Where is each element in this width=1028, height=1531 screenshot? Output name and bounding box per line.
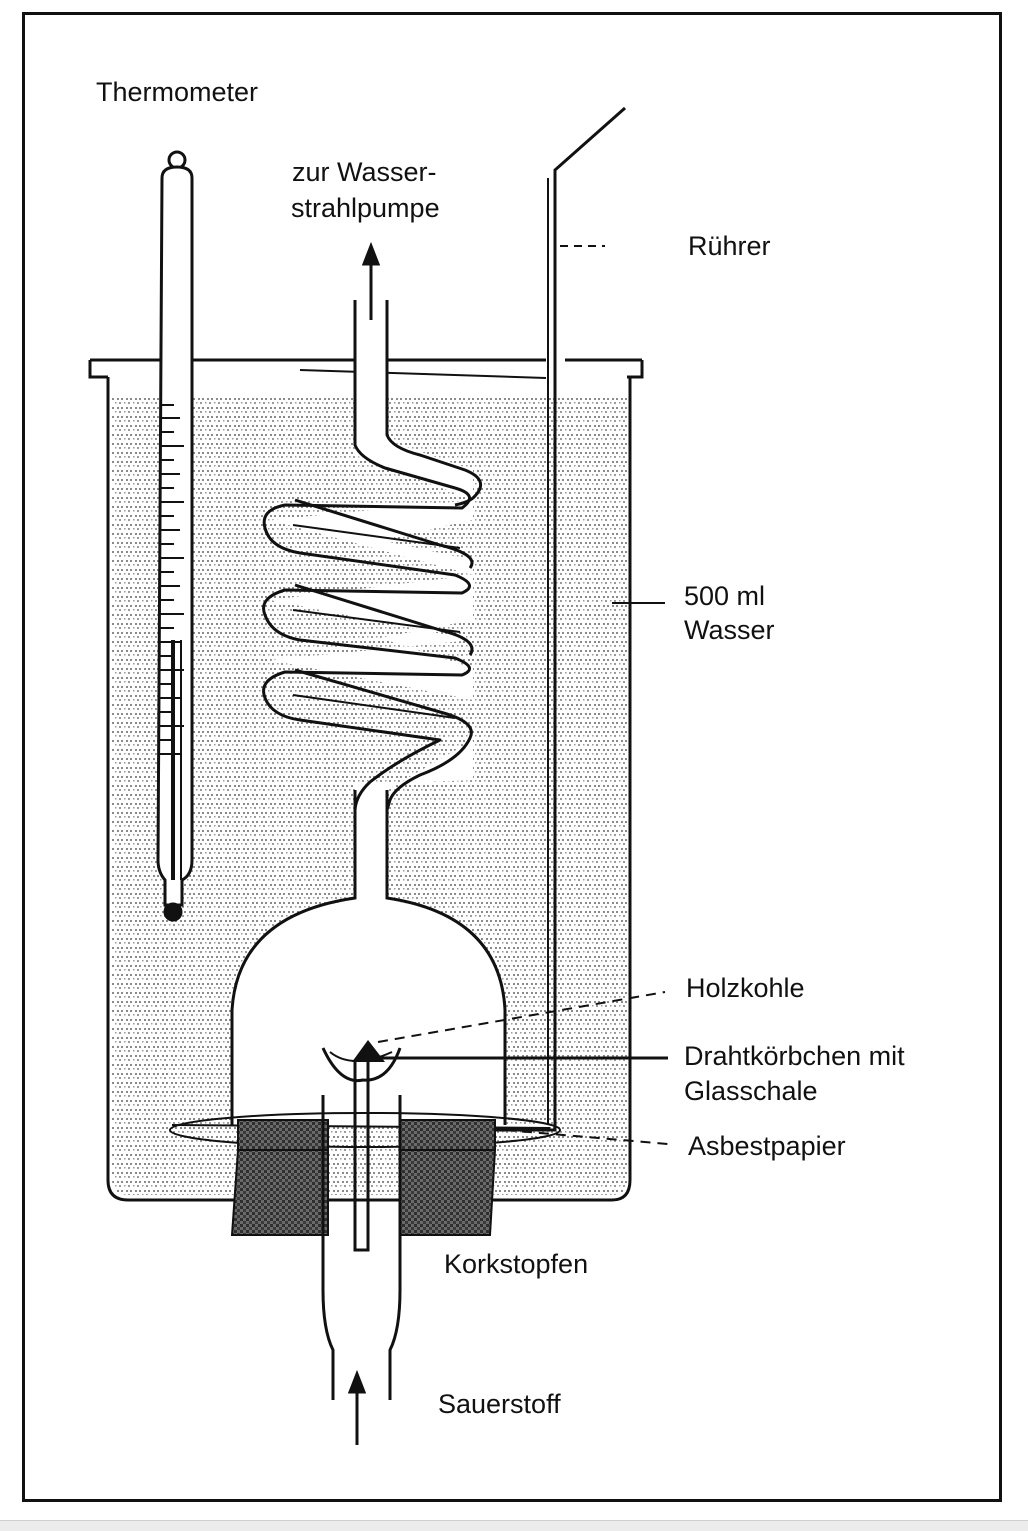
leader-lines [377, 245, 669, 1145]
label-basket-line2: Glasschale [684, 1076, 818, 1106]
label-basket-line1: Drahtkörbchen mit [684, 1041, 905, 1071]
label-pump-line2: strahlpumpe [291, 193, 440, 223]
label-water-line2: Wasser [684, 615, 775, 645]
cork-stopper [230, 1119, 497, 1236]
label-charcoal: Holzkohle [686, 973, 805, 1003]
label-oxygen: Sauerstoff [438, 1389, 561, 1419]
bell-outline [230, 790, 507, 1125]
label-pump-line1: zur Wasser- [292, 157, 437, 187]
charcoal-piece [352, 1040, 385, 1062]
label-asbestos: Asbestpapier [688, 1131, 846, 1161]
stirrer [490, 106, 626, 1132]
pump-arrow [361, 241, 381, 320]
cooling-coil [262, 300, 483, 811]
thermometer-scale [160, 404, 184, 755]
bottom-strip [0, 1520, 1028, 1531]
oxygen-arrow [347, 1369, 367, 1445]
label-stirrer: Rührer [688, 231, 771, 261]
beaker [88, 358, 644, 1202]
label-thermometer: Thermometer [96, 77, 259, 107]
thermometer [156, 150, 194, 922]
diagram-frame [22, 12, 1002, 1502]
label-water-line1: 500 ml [684, 581, 766, 611]
label-cork: Korkstopfen [444, 1249, 589, 1279]
oxygen-inlet-tube [321, 1060, 402, 1400]
